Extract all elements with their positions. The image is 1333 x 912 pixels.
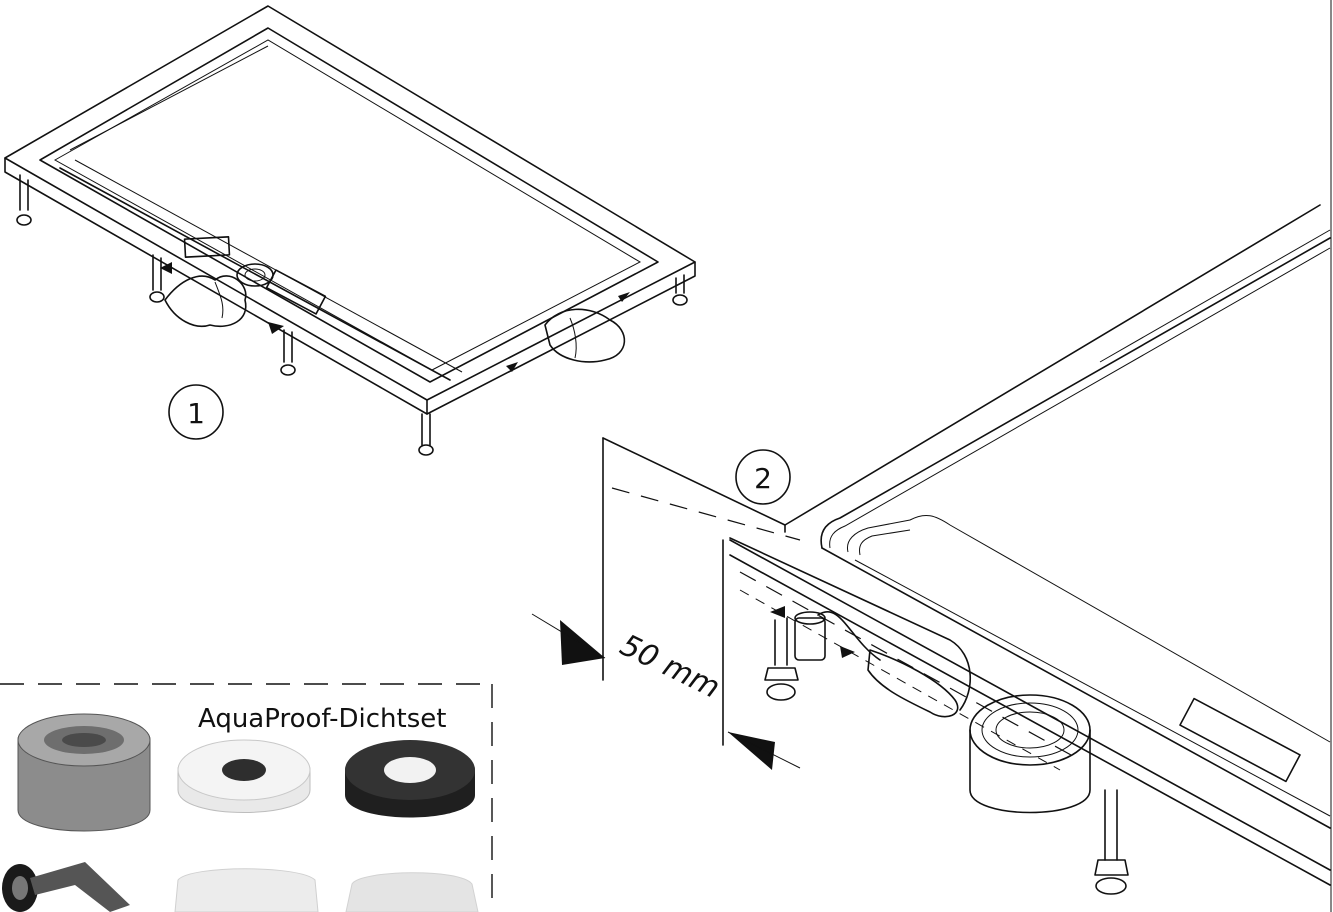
hand-roller [2,862,130,912]
step-2-label: 2 [754,462,772,495]
butyl-tape-roll [17,713,151,832]
cleaning-hand-right [544,308,626,363]
sealing-tape-roll [969,694,1091,814]
dimension-label: 50 mm [614,628,725,706]
tray-outer-rim [4,5,696,401]
detail-legs [764,617,1129,895]
shower-tray-overview: 1 [4,5,696,456]
sealing-fleece [174,868,319,912]
kit-title: AquaProof-Dichtset [198,704,446,734]
drain-outlet [236,263,274,287]
white-tape-roll [177,739,311,813]
dimension-indicator: 50 mm [531,613,801,770]
tray-legs [16,174,688,456]
drain-cover-detail [1179,697,1301,783]
tray-inner-recess [39,27,659,383]
sealing-cuff [345,872,479,912]
pressure-roller-tool [770,606,959,718]
step-2-marker [735,449,791,505]
black-tape-roll [345,740,475,818]
drain-cover-1 [183,236,231,258]
cleaning-hand-left [164,275,247,327]
step-1-marker [168,384,224,440]
step-1-label: 1 [187,397,205,430]
sealing-kit-box: AquaProof-Dichtset [0,683,493,912]
tray-detail-view: 50 mm 2 [531,204,1331,895]
